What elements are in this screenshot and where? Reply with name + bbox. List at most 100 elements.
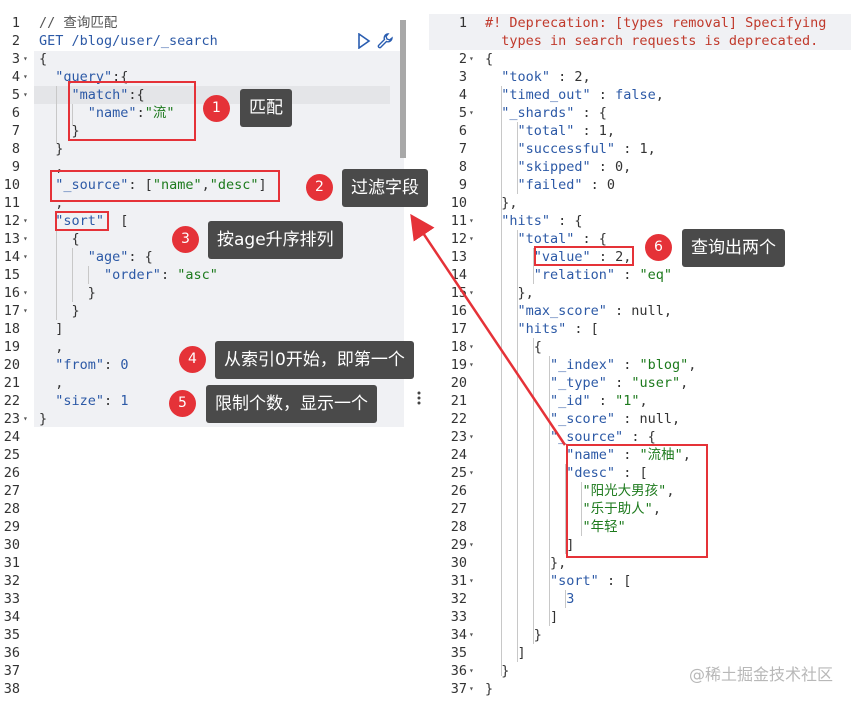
- code-line: "_type" : "user",: [550, 375, 689, 391]
- code-line: "size": 1: [55, 393, 129, 409]
- code-line: {: [39, 231, 80, 247]
- fold-toggle-icon[interactable]: ▾: [23, 234, 28, 243]
- fold-toggle-icon[interactable]: ▾: [469, 342, 474, 351]
- fold-toggle-icon[interactable]: ▾: [469, 234, 474, 243]
- line-number: 26: [3, 465, 20, 481]
- code-line: "_id" : "1",: [550, 393, 648, 409]
- line-number: 27: [3, 483, 20, 499]
- code-line: "took" : 2,: [501, 69, 591, 85]
- annotation-tooltip-value: 查询出两个: [682, 229, 785, 267]
- code-line: ,: [39, 339, 64, 355]
- line-number: 32: [3, 573, 20, 589]
- fold-toggle-icon[interactable]: ▾: [469, 288, 474, 297]
- line-number: 31▾: [450, 573, 474, 589]
- line-number: 26: [450, 483, 467, 499]
- line-number: 25▾: [450, 465, 474, 481]
- fold-toggle-icon[interactable]: ▾: [23, 54, 28, 63]
- indent-guide: [533, 338, 534, 644]
- warning-line-highlight: [429, 14, 851, 50]
- code-line: "max_score" : null,: [517, 303, 672, 319]
- line-number: 31: [3, 555, 20, 571]
- line-number: 32: [450, 591, 467, 607]
- indent-guide: [88, 266, 89, 284]
- line-number: 10: [3, 177, 20, 193]
- fold-toggle-icon[interactable]: ▾: [23, 72, 28, 81]
- fold-toggle-icon[interactable]: ▾: [469, 576, 474, 585]
- fold-toggle-icon[interactable]: ▾: [469, 666, 474, 675]
- code-line: }: [485, 681, 494, 697]
- source-highlight-box: [50, 170, 280, 202]
- fold-toggle-icon[interactable]: ▾: [23, 288, 28, 297]
- fold-toggle-icon[interactable]: ▾: [469, 630, 474, 639]
- fold-toggle-icon[interactable]: ▾: [23, 252, 28, 261]
- line-number: 5▾: [458, 105, 474, 121]
- fold-toggle-icon[interactable]: ▾: [469, 468, 474, 477]
- line-number: 16: [450, 303, 467, 319]
- code-line: "_shards" : {: [501, 105, 607, 121]
- line-number: 15: [3, 267, 20, 283]
- source-result-highlight-box: [566, 444, 708, 558]
- fold-toggle-icon[interactable]: ▾: [469, 540, 474, 549]
- line-number: 5▾: [11, 87, 28, 103]
- line-number: 21: [450, 393, 467, 409]
- fold-toggle-icon[interactable]: ▾: [469, 684, 474, 693]
- annotation-tooltip-sort: 按age升序排列: [208, 221, 343, 259]
- fold-toggle-icon[interactable]: ▾: [469, 360, 474, 369]
- line-number: 4: [458, 87, 467, 103]
- code-line: "hits" : [: [517, 321, 599, 337]
- annotation-tooltip-match: 匹配: [240, 89, 292, 127]
- code-line: #! Deprecation: [types removal] Specifyi…: [485, 15, 827, 31]
- fold-toggle-icon[interactable]: ▾: [469, 216, 474, 225]
- indent-guide: [56, 86, 57, 144]
- code-line: "sort" : [: [550, 573, 632, 589]
- code-line: "阳光大男孩",: [582, 483, 675, 499]
- indent-guide: [56, 230, 57, 320]
- line-number: 34▾: [450, 627, 474, 643]
- code-line: "relation" : "eq": [533, 267, 672, 283]
- line-number: 17: [450, 321, 467, 337]
- line-number: 18: [3, 321, 20, 337]
- line-number: 2: [11, 33, 20, 49]
- code-line: "name" : "流柚",: [566, 447, 691, 463]
- fold-toggle-icon[interactable]: ▾: [469, 108, 474, 117]
- indent-guide: [565, 590, 566, 608]
- annotation-tooltip-source: 过滤字段: [342, 169, 428, 207]
- line-number: 23▾: [3, 411, 28, 427]
- line-number: 24: [450, 447, 467, 463]
- line-number: 28: [450, 519, 467, 535]
- line-number: 24: [3, 429, 20, 445]
- code-line: "hits" : {: [501, 213, 583, 229]
- code-line: "_index" : "blog",: [550, 357, 697, 373]
- code-line: {: [39, 51, 48, 67]
- line-number: 8: [458, 159, 467, 175]
- line-number: 20: [3, 357, 20, 373]
- line-number: 18▾: [450, 339, 474, 355]
- line-number: 37▾: [450, 681, 474, 697]
- line-number: 13▾: [3, 231, 28, 247]
- play-icon[interactable]: [357, 33, 371, 49]
- code-line: "age": {: [87, 249, 153, 265]
- sort-highlight-box: [55, 211, 109, 231]
- request-scrollbar[interactable]: [400, 20, 406, 158]
- line-number: 22: [3, 393, 20, 409]
- line-number: 30: [3, 537, 20, 553]
- fold-toggle-icon[interactable]: ▾: [23, 414, 28, 423]
- wrench-icon[interactable]: [376, 32, 394, 50]
- code-line: "_source" : {: [550, 429, 656, 445]
- code-line: "from": 0: [55, 357, 129, 373]
- fold-toggle-icon[interactable]: ▾: [23, 90, 28, 99]
- more-vertical-icon[interactable]: [416, 390, 422, 406]
- line-number: 27: [450, 501, 467, 517]
- fold-toggle-icon[interactable]: ▾: [23, 306, 28, 315]
- code-line: "total" : 1,: [517, 123, 616, 139]
- indent-guide: [517, 230, 518, 662]
- line-number: 19: [3, 339, 20, 355]
- code-line: {: [485, 339, 542, 355]
- fold-toggle-icon[interactable]: ▾: [469, 432, 474, 441]
- code-line: "match":{: [71, 87, 145, 103]
- fold-toggle-icon[interactable]: ▾: [23, 216, 28, 225]
- code-line: }: [485, 663, 510, 679]
- fold-toggle-icon[interactable]: ▾: [469, 54, 474, 63]
